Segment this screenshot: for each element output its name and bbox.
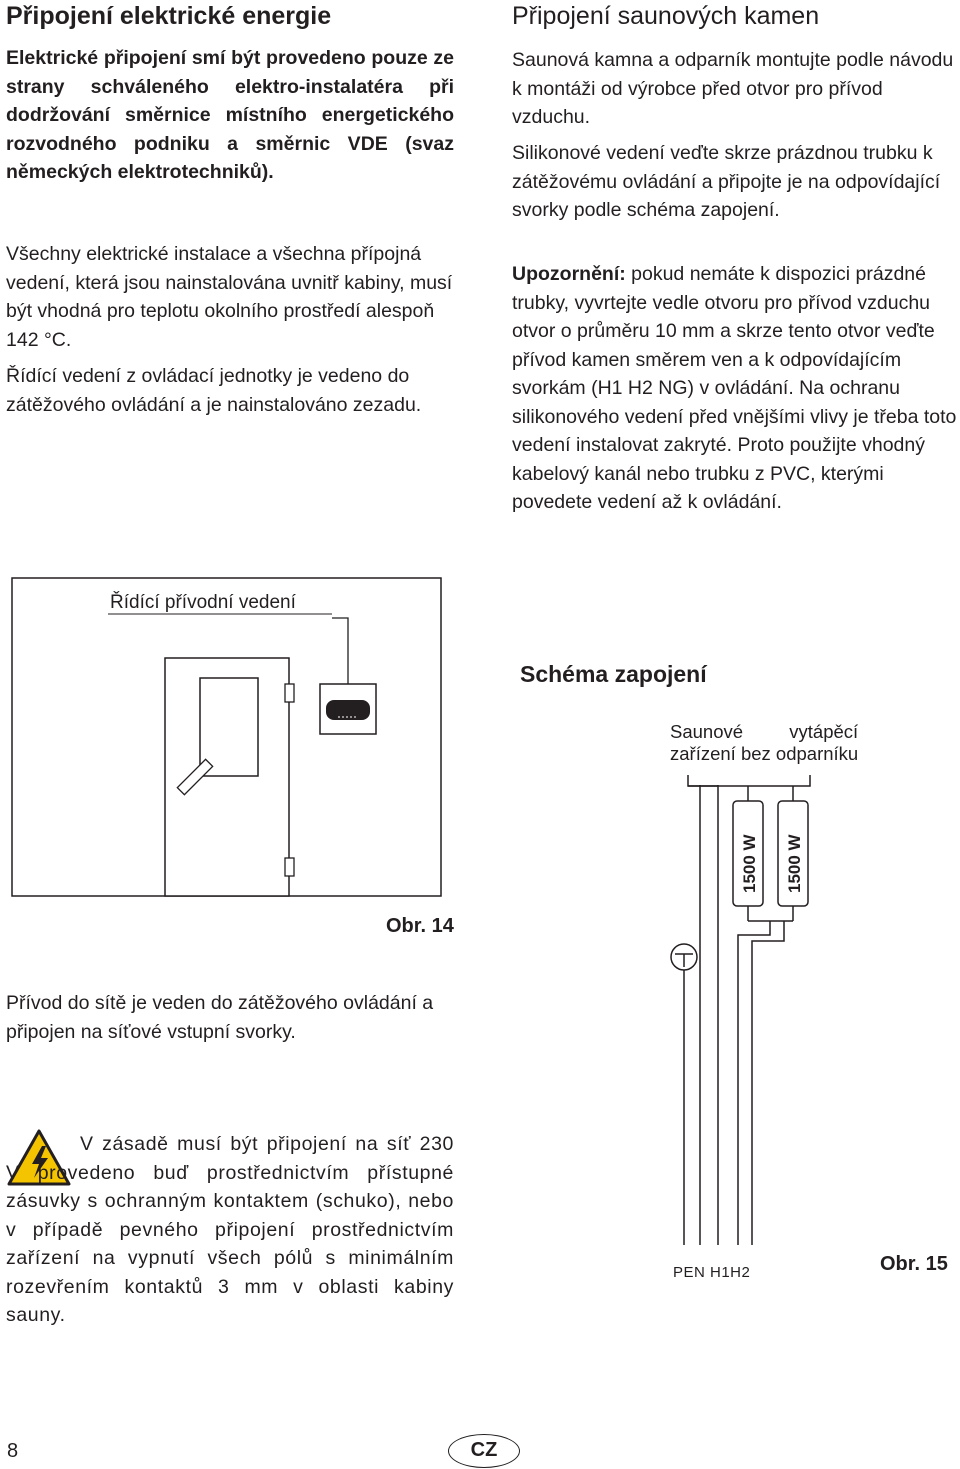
- control-line-wire: [332, 617, 349, 684]
- device-label-line1: Saunové vytápěcí: [670, 721, 859, 742]
- high-voltage-warning-icon: [7, 1129, 71, 1186]
- page-number: 8: [7, 1440, 19, 1462]
- terminal-labels: PEN H1H2: [673, 1264, 750, 1281]
- figure-15-title: Schéma zapojení: [520, 661, 707, 687]
- paragraph-electrician-required: Elektrické připojení smí být provedeno p…: [6, 47, 454, 183]
- paragraph-warning-note: Upozornění: pokud nemáte k dispozici prá…: [512, 260, 958, 517]
- paragraph-temperature-rating: Všechny elektrické instalace a všechna p…: [6, 243, 453, 351]
- figure-15-wiring-diagram: 1500 W 1500 W PEN H1H2: [670, 775, 811, 1281]
- warning-note-lead: Upozornění:: [512, 263, 626, 285]
- heater-2-power-label: 1500 W: [785, 833, 804, 893]
- wire-h1: [737, 921, 771, 1245]
- device-label-line2: zařízení bez odparníku: [670, 743, 859, 764]
- control-unit-display: [326, 700, 370, 720]
- paragraph-mains-supply: Přívod do sítě je veden do zátěžového ov…: [6, 992, 434, 1043]
- figure-14-cabin-drawing: Řídící přívodní vedení: [11, 577, 442, 897]
- door-window: [199, 677, 259, 777]
- paragraph-mains-230v-warning: V zásadě musí být připojení na síť 230 V…: [6, 1133, 454, 1326]
- callout-control-line: Řídící přívodní vedení: [110, 591, 297, 613]
- door-handle-icon: [176, 758, 214, 796]
- heater-element-1: 1500 W: [732, 786, 764, 921]
- door-hinge-bottom: [284, 857, 295, 877]
- cabin-door: [164, 657, 290, 897]
- door-hinge-top: [284, 683, 295, 703]
- paragraph-control-line: Řídící vedení z ovládací jednotky je ved…: [6, 365, 422, 416]
- figure-14-label: Obr. 14: [386, 915, 454, 937]
- heading-heater-connection: Připojení saunových kamen: [512, 2, 820, 30]
- paragraph-silicone-cable: Silikonové vedení veďte skrze prázdnou t…: [512, 142, 941, 221]
- figure-15-label: Obr. 15: [880, 1253, 948, 1275]
- wire-h2: [751, 921, 785, 1245]
- heading-electrical-connection: Připojení elektrické energie: [6, 2, 332, 30]
- warning-note-body: pokud nemáte k dispozici prázdné trubky,…: [512, 263, 957, 513]
- heater-element-2: 1500 W: [777, 786, 809, 921]
- language-badge: CZ: [448, 1434, 520, 1468]
- device-bracket: [687, 775, 811, 787]
- heater-1-power-label: 1500 W: [740, 833, 759, 893]
- paragraph-heater-mounting: Saunová kamna a odparník montujte podle …: [512, 49, 954, 128]
